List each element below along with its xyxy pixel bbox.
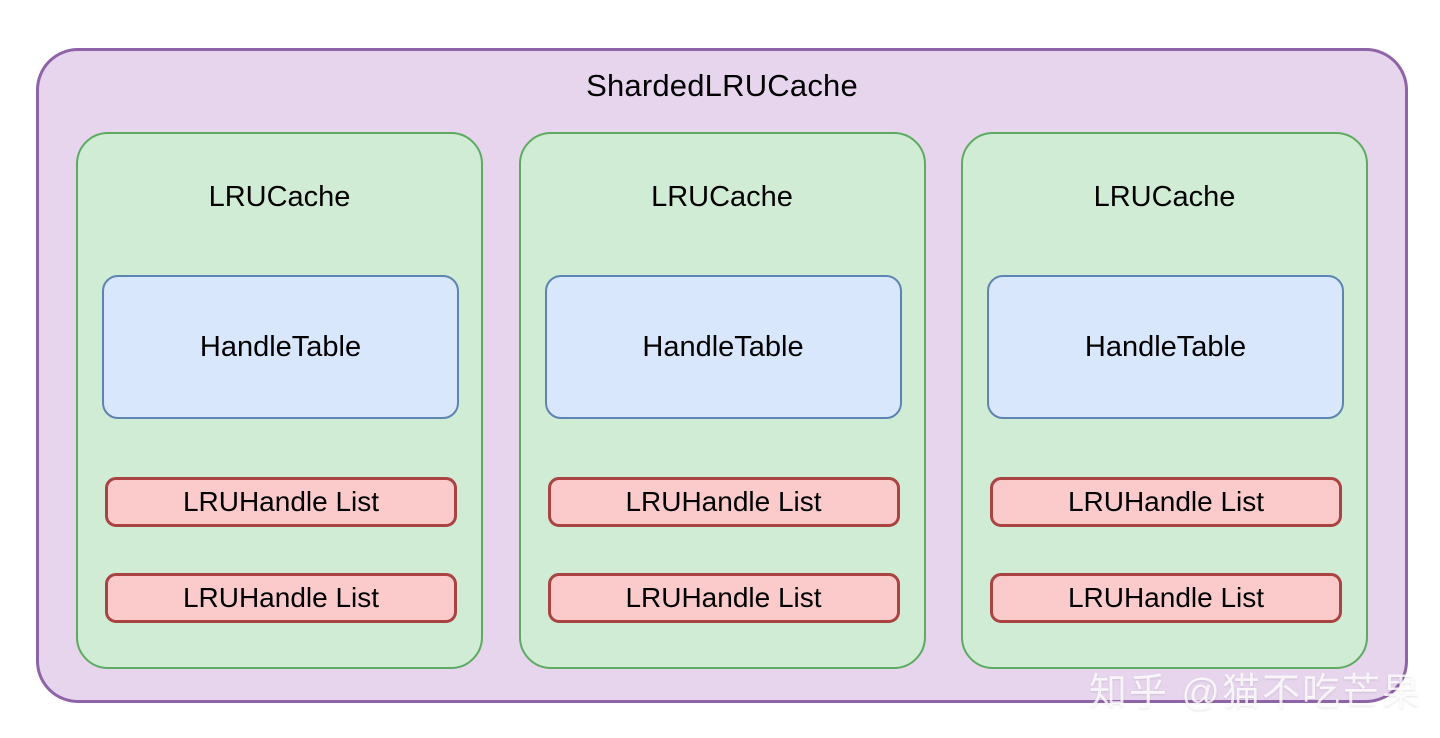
lru-handle-list-box: LRUHandle List bbox=[547, 477, 900, 527]
sharded-lru-cache-container: ShardedLRUCache LRUCache HandleTable LRU… bbox=[36, 48, 1408, 703]
lru-cache-title: LRUCache bbox=[208, 181, 351, 213]
handle-table-box: HandleTable bbox=[102, 275, 459, 419]
lru-handle-list-box: LRUHandle List bbox=[105, 477, 457, 527]
lru-cache-shard: LRUCache HandleTable LRUHandle List LRUH… bbox=[961, 132, 1368, 669]
lru-handle-list-box: LRUHandle List bbox=[105, 573, 457, 623]
lru-cache-shard: LRUCache HandleTable LRUHandle List LRUH… bbox=[76, 132, 483, 669]
diagram-title: ShardedLRUCache bbox=[586, 68, 858, 103]
lru-handle-list-box: LRUHandle List bbox=[547, 573, 900, 623]
lru-cache-shard: LRUCache HandleTable LRUHandle List LRUH… bbox=[518, 132, 926, 669]
lru-handle-list-box: LRUHandle List bbox=[990, 573, 1342, 623]
lru-cache-title: LRUCache bbox=[651, 181, 793, 213]
lru-handle-list-box: LRUHandle List bbox=[990, 477, 1342, 527]
lru-cache-title: LRUCache bbox=[1093, 181, 1236, 213]
shard-row: LRUCache HandleTable LRUHandle List LRUH… bbox=[76, 132, 1368, 669]
handle-table-box: HandleTable bbox=[544, 275, 902, 419]
handle-table-box: HandleTable bbox=[987, 275, 1344, 419]
